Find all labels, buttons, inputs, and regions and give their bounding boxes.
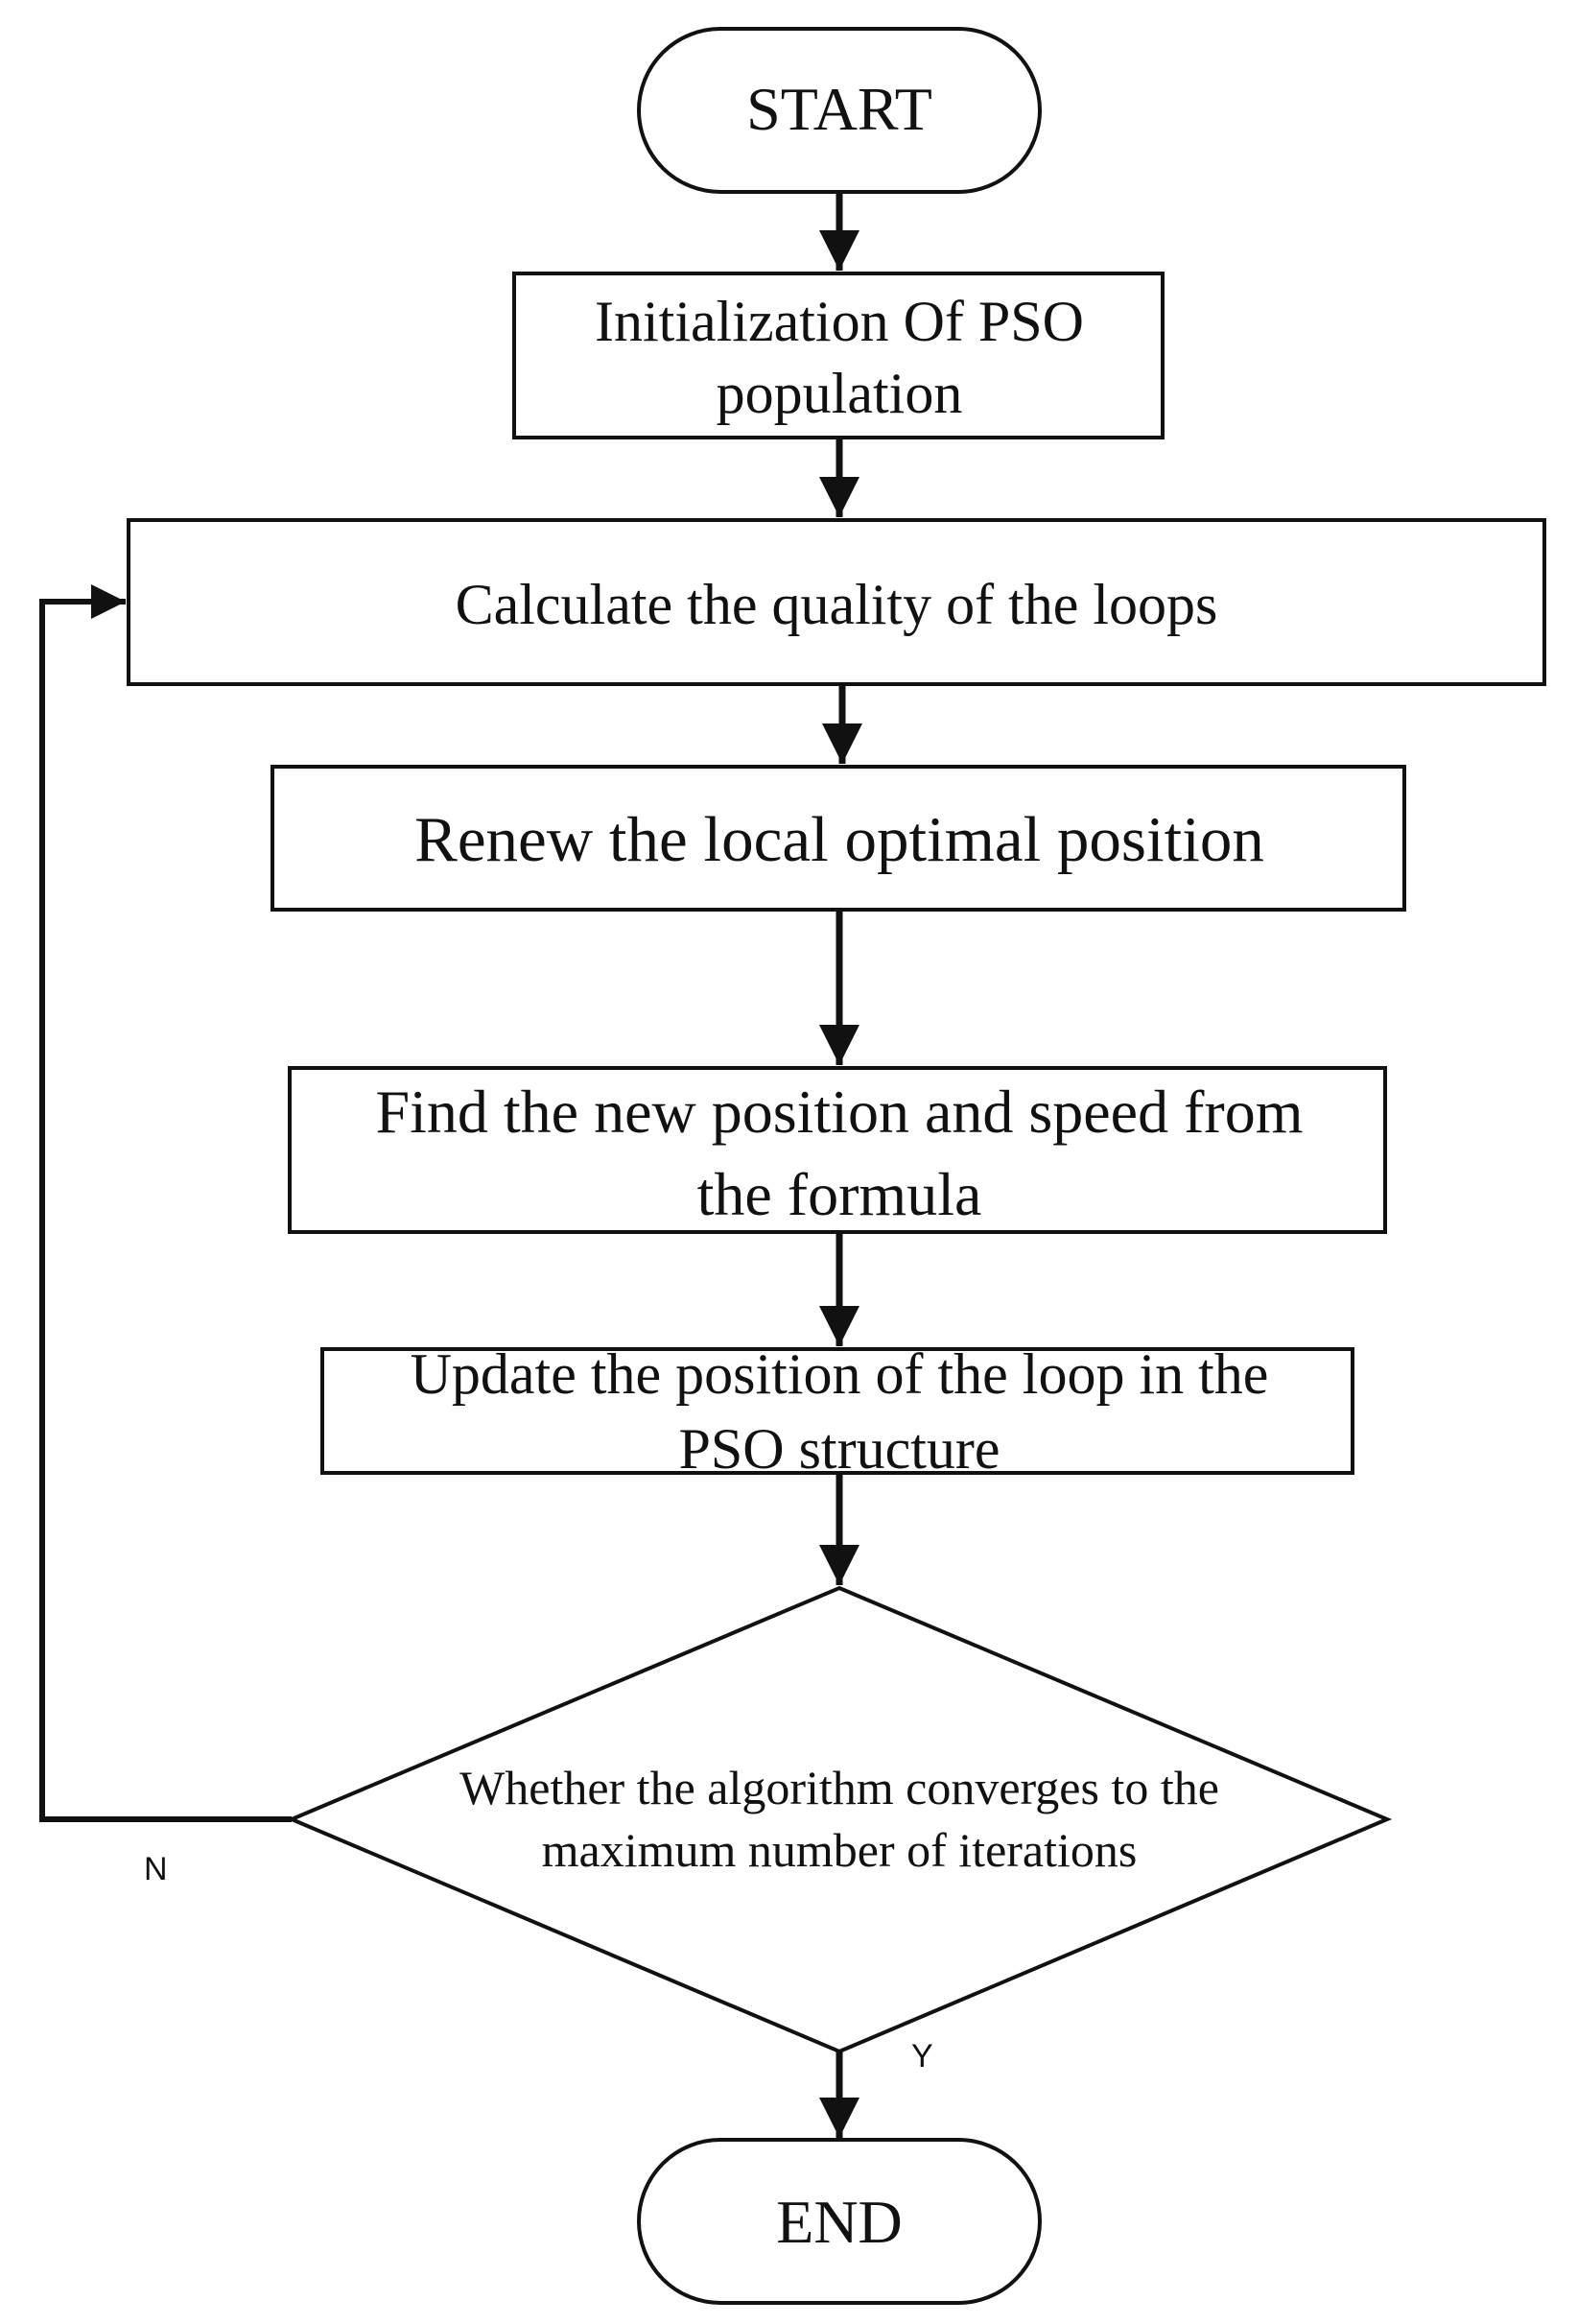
step-initialization-line-1: Initialization Of PSO <box>595 290 1084 353</box>
no-label: N <box>144 1851 168 1887</box>
end-label: END <box>776 2188 903 2256</box>
decision-converged <box>286 1585 1393 2054</box>
step-update-position-line-2: PSO structure <box>679 1417 1000 1481</box>
step-renew-local-optimal-label: Renew the local optimal position <box>414 804 1264 875</box>
step-initialization-line-2: population <box>717 362 963 425</box>
step-calculate-quality <box>127 518 1546 686</box>
decision-line-1: Whether the algorithm converges to the <box>459 1761 1219 1814</box>
yes-label: Y <box>911 2038 933 2075</box>
end-terminal <box>637 2138 1042 2305</box>
decision-line-2: maximum number of iterations <box>542 1823 1138 1877</box>
step-calculate-quality-label: Calculate the quality of the loops <box>456 573 1218 636</box>
step-update-position-line-1: Update the position of the loop in the <box>411 1342 1269 1406</box>
loop-back-no-path <box>39 584 292 1822</box>
start-label: START <box>746 75 932 143</box>
step-find-position-speed-line-1: Find the new position and speed from <box>376 1078 1304 1146</box>
step-find-position-speed-line-2: the formula <box>697 1160 982 1228</box>
